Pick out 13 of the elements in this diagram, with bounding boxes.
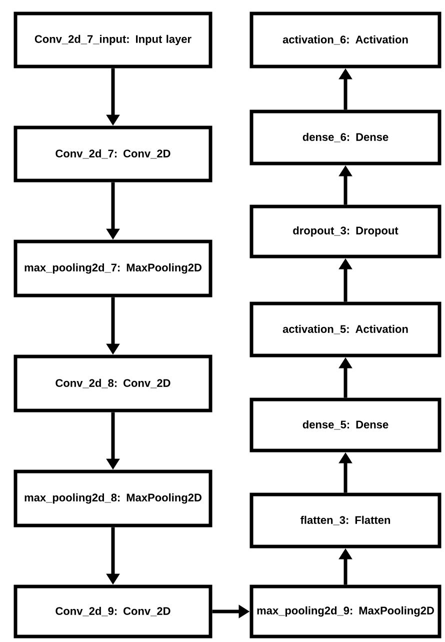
layer-box: Conv_2d_8: Conv_2D xyxy=(14,354,212,412)
layer-box: Conv_2d_7: Conv_2D xyxy=(14,126,212,182)
layer-box: max_pooling2d_9: MaxPooling2D xyxy=(250,584,442,638)
layer-box: dense_6: Dense xyxy=(250,110,442,166)
layer-box: activation_5: Activation xyxy=(250,302,442,358)
layer-box: max_pooling2d_7: MaxPooling2D xyxy=(14,240,212,298)
layer-box: activation_6: Activation xyxy=(250,12,442,68)
layer-box: Conv_2d_7_input: Input layer xyxy=(14,12,212,68)
layer-box: Conv_2d_9: Conv_2D xyxy=(14,584,212,638)
layer-box: dense_5: Dense xyxy=(250,398,442,452)
layer-box: flatten_3: Flatten xyxy=(250,492,442,548)
layer-box: dropout_3: Dropout xyxy=(250,204,442,258)
layer-box: max_pooling2d_8: MaxPooling2D xyxy=(14,470,212,528)
